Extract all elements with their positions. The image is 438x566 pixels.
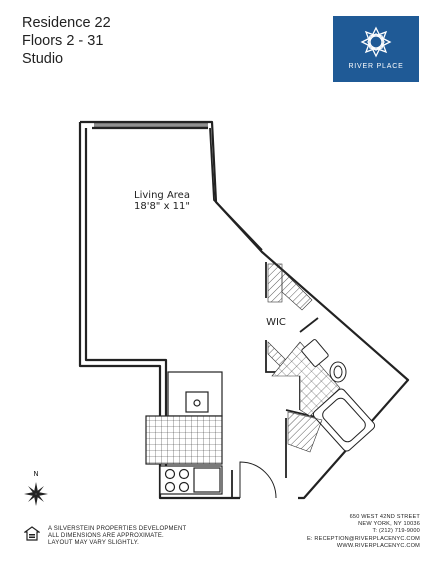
layout-note: LAYOUT MAY VARY SLIGHTLY. [48, 540, 140, 547]
closet-shelving-diagonal [281, 269, 313, 311]
window-top [94, 123, 208, 127]
city-line: NEW YORK, NY 10036 [358, 521, 420, 528]
residence-title: Residence 22 [22, 15, 111, 31]
equal-housing-opportunity-icon [24, 526, 40, 541]
closet-label: WIC [266, 317, 286, 328]
bathroom-fixtures [301, 339, 376, 452]
living-area-name: Living Area [134, 190, 190, 201]
hall-closet-hatch [287, 411, 323, 453]
street-address: 650 WEST 42ND STREET [349, 514, 420, 520]
compass-star-icon [24, 482, 48, 506]
entry-door [239, 461, 277, 499]
closet-shelving [267, 263, 283, 303]
email-link[interactable]: E: RECEPTION@RIVERPLACENYC.COM [306, 535, 420, 542]
disclaimer: A SILVERSTEIN PROPERTIES DEVELOPMENT ALL… [48, 526, 186, 548]
floors-range: Floors 2 - 31 [22, 33, 104, 49]
contact-address: 650 WEST 42ND STREET NEW YORK, NY 10036 … [307, 514, 420, 550]
river-place-logo[interactable]: RIVER PLACE [333, 16, 419, 82]
dimensions-note: ALL DIMENSIONS ARE APPROXIMATE. [48, 533, 164, 540]
bathroom-floor-tile [271, 341, 341, 417]
logo-wordmark: RIVER PLACE [348, 63, 404, 70]
developer-line: A SILVERSTEIN PROPERTIES DEVELOPMENT [48, 526, 187, 532]
phone-number[interactable]: T: (212) 719-9000 [372, 528, 420, 535]
website-link[interactable]: WWW.RIVERPLACENYC.COM [336, 542, 420, 549]
unit-type: Studio [22, 51, 64, 67]
living-area-dimensions: 18'8" x 11" [133, 201, 191, 212]
compass: N [24, 470, 48, 506]
unit-header: Residence 22 Floors 2 - 31 Studio [22, 14, 111, 68]
kitchen [145, 371, 223, 495]
living-area-label: Living Area 18'8" x 11" [118, 190, 206, 212]
river-place-logo-icon [360, 26, 392, 58]
north-label: N [33, 470, 39, 478]
